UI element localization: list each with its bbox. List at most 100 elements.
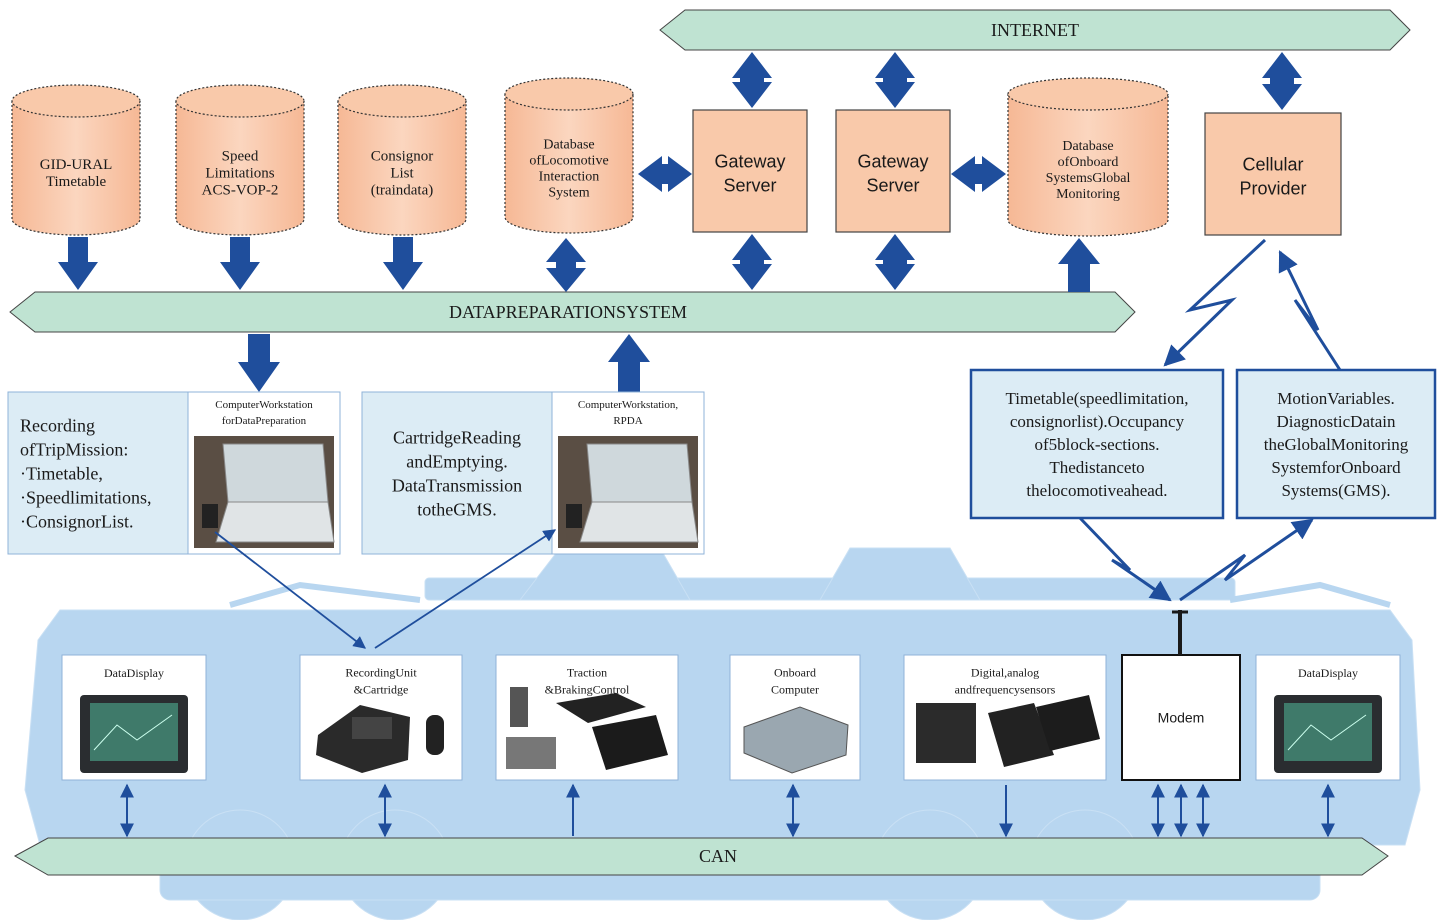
- database-cylinder: [504, 94, 634, 234]
- info-text-line: CartridgeReading: [393, 427, 521, 447]
- info-text-line: ·Timetable,: [20, 463, 103, 483]
- server-box: [835, 109, 951, 233]
- onboard-unit-traction: Traction&BrakingControl: [495, 654, 679, 781]
- internet-label: INTERNET: [991, 20, 1079, 40]
- unit-frame: [1121, 654, 1241, 781]
- recorder-image: [316, 705, 444, 773]
- info-text-line: totheGMS.: [417, 499, 497, 519]
- onboard-unit-recording-unit: RecordingUnit&Cartridge: [299, 654, 463, 781]
- workstations: ComputerWorkstationforDataPreparationCom…: [187, 391, 705, 555]
- info-text-line: thelocomotiveahead.: [1026, 481, 1167, 500]
- info-text-line: SystemforOnboard: [1271, 458, 1401, 477]
- server-label-line: Server: [866, 175, 919, 195]
- lightning-timetable-to-modem: [1078, 516, 1172, 602]
- unit-label-line: Digital,analog: [971, 666, 1039, 680]
- laptop-screen: [586, 443, 693, 503]
- info-box-frame: [969, 368, 1225, 520]
- info-box-timetable-info: Timetable(speedlimitation, consignorlist)…: [969, 368, 1225, 520]
- unit-label-line: andfrequencysensors: [955, 683, 1056, 697]
- unit-label-line: Computer: [771, 683, 819, 697]
- database-label-line: Monitoring: [1056, 187, 1120, 202]
- sensor-block-1: [916, 703, 976, 763]
- arrow-gw1-bus: [732, 234, 772, 290]
- onboard-units: DataDisplay RecordingUnit&Cartridge Tracti…: [61, 654, 1401, 781]
- database-top: [504, 77, 634, 111]
- database-label-line: Database: [1062, 139, 1113, 154]
- database-label-line: ofLocomotive: [529, 153, 608, 168]
- screen-graph: [93, 714, 173, 751]
- info-box-frame: [7, 391, 189, 555]
- info-box-frame: [1235, 368, 1437, 520]
- database-cylinder: [1007, 94, 1169, 237]
- arrow-cell-internet: [1262, 52, 1302, 110]
- workstation-prep: ComputerWorkstation forDataPreparation: [187, 391, 341, 555]
- database-top: [11, 84, 141, 118]
- arrow-gid-down: [58, 237, 98, 290]
- display-image: [80, 695, 188, 773]
- laptop-keyboard: [215, 501, 335, 543]
- can-label: CAN: [699, 846, 737, 866]
- arrow-gw2-internet: [875, 52, 915, 108]
- database-label-line: Database: [543, 137, 594, 152]
- unit-label-line: Modem: [1158, 709, 1205, 725]
- lightning-motion-to-cell: [1278, 250, 1342, 371]
- info-text-line: theGlobalMonitoring: [1264, 435, 1409, 454]
- database-cylinder: [11, 101, 141, 236]
- data-preparation-bus: DATAPREPARATIONSYSTEM: [9, 291, 1136, 333]
- display-screen: [90, 703, 178, 761]
- database-label-line: Consignor: [371, 148, 434, 164]
- info-text-line: Timetable(speedlimitation,: [1005, 389, 1188, 408]
- cartridge-icon: [426, 715, 444, 755]
- arrow-gw2-bus: [875, 234, 915, 290]
- control-box-2: [592, 715, 668, 770]
- onboard-unit-display-right: DataDisplay: [1255, 654, 1401, 781]
- arrow-rpda-to-bus: [608, 334, 650, 392]
- computer-body: [743, 706, 849, 774]
- database-label-line: ACS-VOP-2: [202, 182, 279, 198]
- info-text-line: ·ConsignorList.: [20, 511, 134, 531]
- onboard-unit-display-left: DataDisplay: [61, 654, 207, 781]
- cartridge-reader: [566, 504, 582, 528]
- cartridge-links: [214, 529, 557, 649]
- laptop-image: [194, 436, 335, 548]
- lightning-modem-to-motion: [1179, 518, 1314, 602]
- database-consignor: ConsignorList(traindata): [337, 84, 467, 236]
- info-boxes: RecordingofTripMission:·Timetable,·Speed…: [7, 368, 1437, 555]
- internet-bus: INTERNET: [659, 9, 1411, 51]
- database-top: [1007, 77, 1169, 111]
- laptop-image: [558, 436, 699, 548]
- unit-label-line: DataDisplay: [104, 666, 164, 680]
- unit-label-line: RecordingUnit: [345, 666, 417, 680]
- servers: GatewayServerGatewayServerCellularProvid…: [692, 109, 1342, 236]
- info-text-line: consignorlist).Occupancy: [1010, 412, 1185, 431]
- sensor-block-2: [988, 703, 1054, 767]
- modem-antenna: [1172, 610, 1188, 655]
- info-text-line: Thedistanceto: [1049, 458, 1144, 477]
- flow-arrows: [58, 52, 1302, 392]
- link-prep-to-recorder: [214, 531, 366, 649]
- data-prep-label: DATAPREPARATIONSYSTEM: [449, 302, 687, 322]
- database-label-line: Timetable: [46, 174, 107, 190]
- info-text-line: Systems(GMS).: [1281, 481, 1390, 500]
- workstation-label-line: forDataPreparation: [222, 415, 307, 427]
- workstation-rpda: ComputerWorkstation,RPDA: [551, 391, 705, 555]
- onboard-unit-modem: Modem: [1121, 654, 1241, 781]
- workstation-label-line: ComputerWorkstation: [215, 399, 313, 411]
- arrow-lociodb-bus: [546, 238, 586, 292]
- database-label-line: System: [548, 185, 589, 200]
- arrow-consignor-down: [383, 237, 423, 290]
- handle-part: [510, 687, 528, 727]
- server-box: [692, 109, 808, 233]
- database-top: [175, 84, 305, 118]
- info-text-line: Recording: [20, 415, 95, 435]
- wireless-links: [1078, 238, 1342, 602]
- database-top: [337, 84, 467, 118]
